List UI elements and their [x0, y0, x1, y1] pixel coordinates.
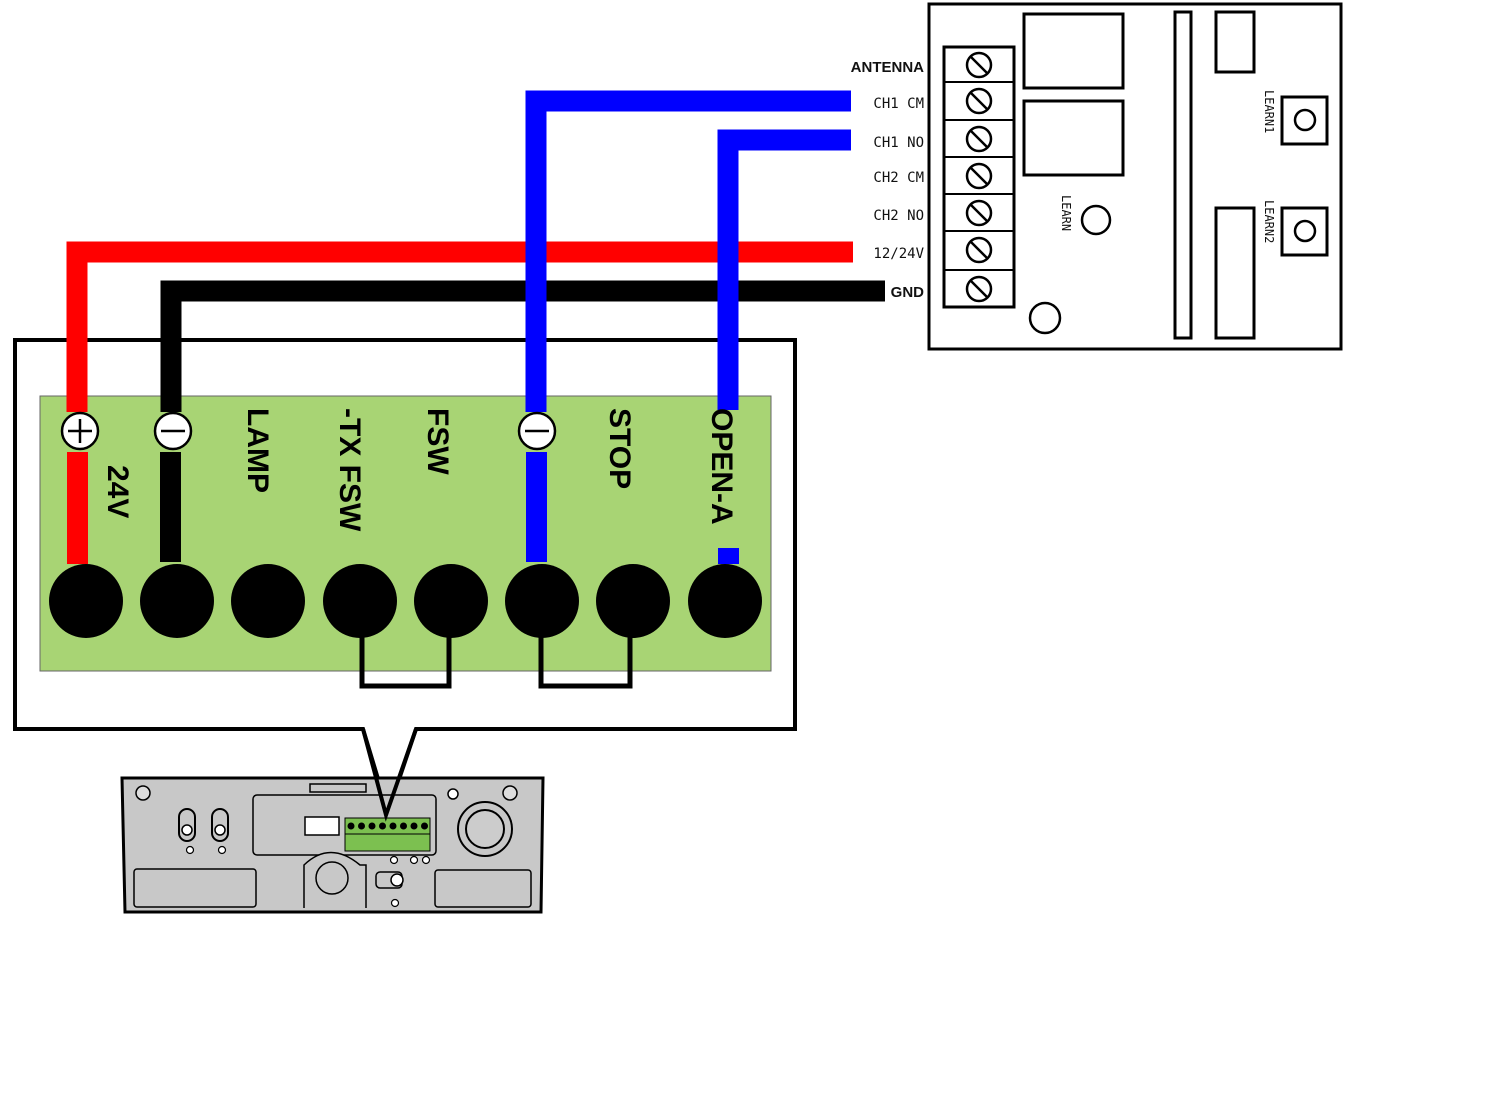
mini-terminal-dot — [358, 822, 365, 830]
wire-ch1-no-blue — [717, 129, 851, 410]
controller-knob[interactable] — [465, 809, 505, 849]
wire-ch1-cm-blue — [525, 90, 851, 412]
led-3 — [389, 855, 399, 865]
terminal-label-gnd: GND — [891, 284, 925, 301]
controller-screw-tl — [135, 785, 151, 801]
wire-24v-red — [66, 241, 853, 412]
controller-hole — [447, 788, 459, 800]
led-4 — [409, 855, 419, 865]
learn1-button[interactable] — [1280, 95, 1329, 146]
controller-unit — [120, 776, 545, 914]
terminal-board — [39, 395, 772, 672]
wire-gnd-black-lower — [160, 452, 181, 562]
wire-ch1-no-blue-lower — [718, 548, 739, 564]
terminal-screw — [965, 87, 993, 115]
board-terminal — [231, 564, 305, 638]
board-label-lamp: LAMP — [241, 408, 274, 493]
jumper-txfsw-fsw — [359, 600, 452, 689]
trimmer-left[interactable] — [178, 808, 196, 842]
learn2-label: LEARN2 — [1262, 200, 1276, 243]
led-1 — [185, 845, 195, 855]
board-label-24v: 24V — [101, 465, 134, 518]
board-terminal — [688, 564, 762, 638]
controller-bottom-left-recess — [133, 868, 257, 908]
terminal-screw — [965, 199, 993, 227]
controller-toggle[interactable] — [375, 871, 404, 889]
board-label-tx-fsw: -TX FSW — [333, 408, 366, 532]
minus-symbol-1 — [153, 411, 193, 451]
led-5 — [421, 855, 431, 865]
relay-2 — [1022, 99, 1125, 177]
terminal-label-ch2-cm: CH2 CM — [873, 170, 924, 186]
mini-terminal-dot — [347, 822, 355, 830]
terminal-screw — [965, 236, 993, 264]
mini-terminal-dot — [379, 822, 386, 830]
minus-symbol-2 — [517, 411, 557, 451]
board-label-open-a: OPEN-A — [705, 408, 738, 525]
controller-bottom-circle — [315, 861, 349, 895]
terminal-label-12-24v: 12/24V — [873, 246, 924, 262]
mini-terminal-dot — [368, 822, 376, 830]
board-terminal — [49, 564, 123, 638]
learn-label: LEARN — [1059, 195, 1073, 231]
wire-ch1-cm-blue-lower — [526, 452, 547, 562]
vertical-strip — [1173, 10, 1193, 340]
terminal-screw — [965, 51, 993, 79]
mini-terminal-dots — [345, 822, 430, 835]
board-terminal — [505, 564, 579, 638]
mini-terminal-dot — [410, 822, 418, 830]
plus-symbol — [60, 411, 100, 451]
trimmer-right[interactable] — [211, 808, 229, 842]
wire-gnd-black — [160, 280, 885, 412]
led-2 — [217, 845, 227, 855]
mini-terminal-dot — [421, 822, 428, 830]
terminal-screws — [944, 51, 1014, 303]
board-label-fsw: FSW — [421, 408, 454, 475]
board-terminals — [49, 564, 762, 638]
learn1-label: LEARN1 — [1262, 90, 1276, 133]
terminal-label-antenna: ANTENNA — [851, 59, 924, 76]
board-label-stop: STOP — [603, 408, 636, 489]
mount-hole — [1028, 301, 1062, 335]
receiver-module: LEARN LEARN1 LEARN2 ANTENNA CH1 CM CH1 N… — [851, 2, 1343, 351]
callout-pointer — [361, 728, 418, 822]
terminal-label-ch1-cm: CH1 CM — [873, 96, 924, 112]
led-6 — [390, 898, 400, 908]
controller-bottom-right-recess — [434, 869, 532, 908]
learn-led — [1080, 204, 1112, 236]
component-bottom — [1214, 206, 1256, 340]
learn2-button-center[interactable] — [1293, 219, 1317, 243]
wire-24v-red-lower — [67, 452, 88, 564]
board-terminal — [596, 564, 670, 638]
terminal-label-ch1-no: CH1 NO — [873, 135, 924, 151]
terminal-screw — [965, 125, 993, 153]
terminal-screw — [965, 162, 993, 190]
jumper-gnd-stop — [538, 600, 633, 689]
board-terminal — [140, 564, 214, 638]
controller-top-tab — [309, 783, 367, 793]
terminal-screw — [965, 275, 993, 303]
mini-terminal-dot — [400, 822, 407, 830]
component-top — [1214, 10, 1256, 74]
learn1-button-center[interactable] — [1293, 108, 1317, 132]
board-terminal — [414, 564, 488, 638]
controller-fuse — [304, 816, 340, 836]
relay-1 — [1022, 12, 1125, 90]
controller-screw-tr — [502, 785, 518, 801]
board-terminal — [323, 564, 397, 638]
mini-terminal-dot — [389, 822, 397, 830]
terminal-label-ch2-no: CH2 NO — [873, 208, 924, 224]
